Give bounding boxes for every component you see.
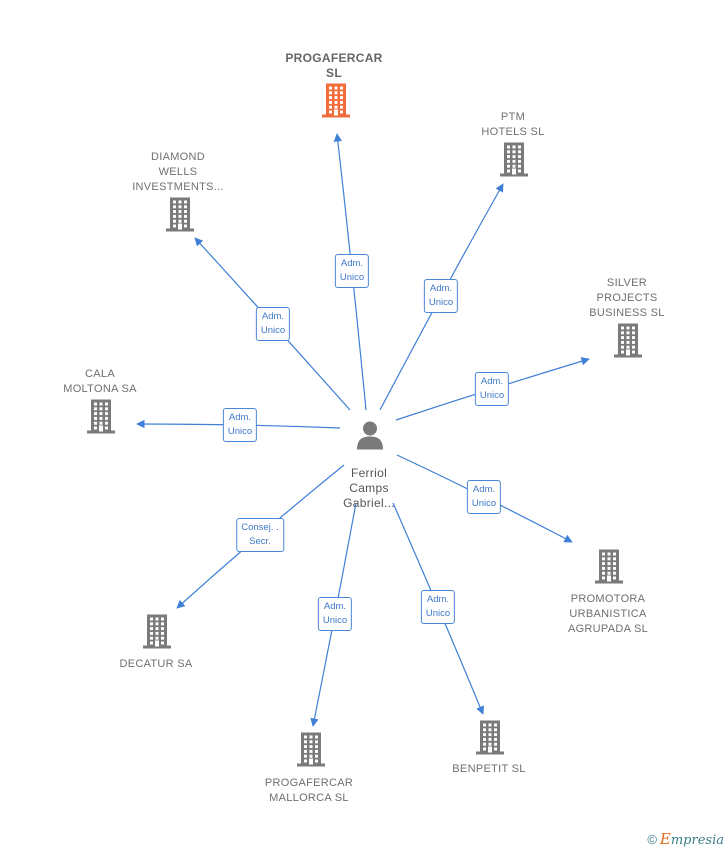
brand-initial: E <box>659 830 671 848</box>
building-icon <box>500 142 528 177</box>
company-node-progafercar[interactable] <box>322 83 350 124</box>
building-icon <box>595 549 623 584</box>
building-icon <box>297 732 325 767</box>
company-node-silver[interactable] <box>614 323 642 364</box>
role-text: Secr. <box>249 536 271 547</box>
building-icon <box>87 399 115 434</box>
role-text: Consej. . <box>241 522 279 533</box>
building-icon <box>476 720 504 755</box>
role-text: Unico <box>339 272 365 283</box>
person-icon <box>357 421 383 450</box>
company-label-line: CALA <box>85 368 115 380</box>
company-node-cala-moltona[interactable] <box>87 399 115 440</box>
person-node[interactable] <box>356 421 384 456</box>
role-text: Unico <box>260 325 286 336</box>
role-text: Unico <box>479 390 505 401</box>
company-label-line: PROJECTS <box>596 292 658 304</box>
company-label-line: MOLTONA SA <box>63 383 137 395</box>
building-icon <box>143 614 171 649</box>
role-text: Unico <box>322 615 348 626</box>
company-label-line: PROMOTORA <box>570 593 646 605</box>
company-label-ptm[interactable]: PTM HOTELS SL <box>481 110 544 140</box>
person-label-line: Ferriol <box>350 466 388 480</box>
role-label-silver[interactable]: Adm. Unico <box>474 372 510 406</box>
company-label-progafercar-mallorca[interactable]: PROGAFERCAR MALLORCA SL <box>265 776 353 806</box>
person-label-line: Camps <box>349 481 389 495</box>
company-label-promotora[interactable]: PROMOTORA URBANISTICA AGRUPADA SL <box>568 592 648 637</box>
company-label-line: SL <box>326 66 342 80</box>
brand-name: mpresia <box>670 833 724 848</box>
role-label-cala-moltona[interactable]: Adm. Unico <box>222 408 258 442</box>
company-label-line: BUSINESS SL <box>589 307 665 319</box>
role-label-diamond[interactable]: Adm. Unico <box>255 307 291 341</box>
role-label-benpetit[interactable]: Adm. Unico <box>420 590 456 624</box>
company-node-decatur[interactable] <box>143 614 171 655</box>
company-node-diamond[interactable] <box>166 197 194 238</box>
company-label-line: URBANISTICA <box>569 608 647 620</box>
company-label-line: DECATUR SA <box>119 658 193 670</box>
copyright-icon: © <box>647 832 657 847</box>
role-text: Adm. <box>323 601 347 612</box>
company-label-cala-moltona[interactable]: CALA MOLTONA SA <box>63 367 137 397</box>
role-label-promotora[interactable]: Adm. Unico <box>466 480 502 514</box>
company-label-line: DIAMOND <box>150 151 206 163</box>
building-icon <box>614 323 642 358</box>
company-node-benpetit[interactable] <box>476 720 504 761</box>
company-label-silver[interactable]: SILVER PROJECTS BUSINESS SL <box>589 276 664 321</box>
role-text: Unico <box>428 297 454 308</box>
company-node-ptm[interactable] <box>500 142 528 183</box>
company-label-benpetit[interactable]: BENPETIT SL <box>452 762 525 777</box>
company-label-line: PROGAFERCAR <box>285 51 383 65</box>
company-node-promotora[interactable] <box>595 549 623 590</box>
company-label-decatur[interactable]: DECATUR SA <box>119 657 192 672</box>
company-label-line: PROGAFERCAR <box>264 777 354 789</box>
company-label-line: AGRUPADA SL <box>567 623 649 635</box>
role-label-decatur[interactable]: Consej. . Secr. <box>236 518 284 552</box>
company-label-line: SILVER <box>606 277 648 289</box>
empresia-brand: ©Empresia <box>647 830 724 848</box>
company-label-diamond[interactable]: DIAMOND WELLS INVESTMENTS... <box>132 150 224 195</box>
person-label-line: Gabriel... <box>343 496 395 510</box>
role-text: Adm. <box>472 484 496 495</box>
role-label-progafercar-mallorca[interactable]: Adm. Unico <box>317 597 353 631</box>
company-label-line: HOTELS SL <box>481 126 545 138</box>
role-text: Adm. <box>480 376 504 387</box>
role-text: Adm. <box>228 412 252 423</box>
building-icon <box>322 83 350 118</box>
role-text: Adm. <box>426 594 450 605</box>
role-text: Adm. <box>340 258 364 269</box>
role-text: Adm. <box>261 311 285 322</box>
role-label-progafercar[interactable]: Adm. Unico <box>334 254 370 288</box>
company-label-line: BENPETIT SL <box>452 763 526 775</box>
company-label-line: WELLS <box>158 166 198 178</box>
role-text: Unico <box>425 608 451 619</box>
role-text: Adm. <box>429 283 453 294</box>
company-node-progafercar-mallorca[interactable] <box>297 732 325 773</box>
role-label-ptm[interactable]: Adm. Unico <box>423 279 459 313</box>
company-label-line: PTM <box>500 111 526 123</box>
company-label-line: INVESTMENTS... <box>132 181 224 193</box>
building-icon <box>166 197 194 232</box>
role-text: Unico <box>471 498 497 509</box>
company-label-line: MALLORCA SL <box>269 792 349 804</box>
role-text: Unico <box>227 426 253 437</box>
